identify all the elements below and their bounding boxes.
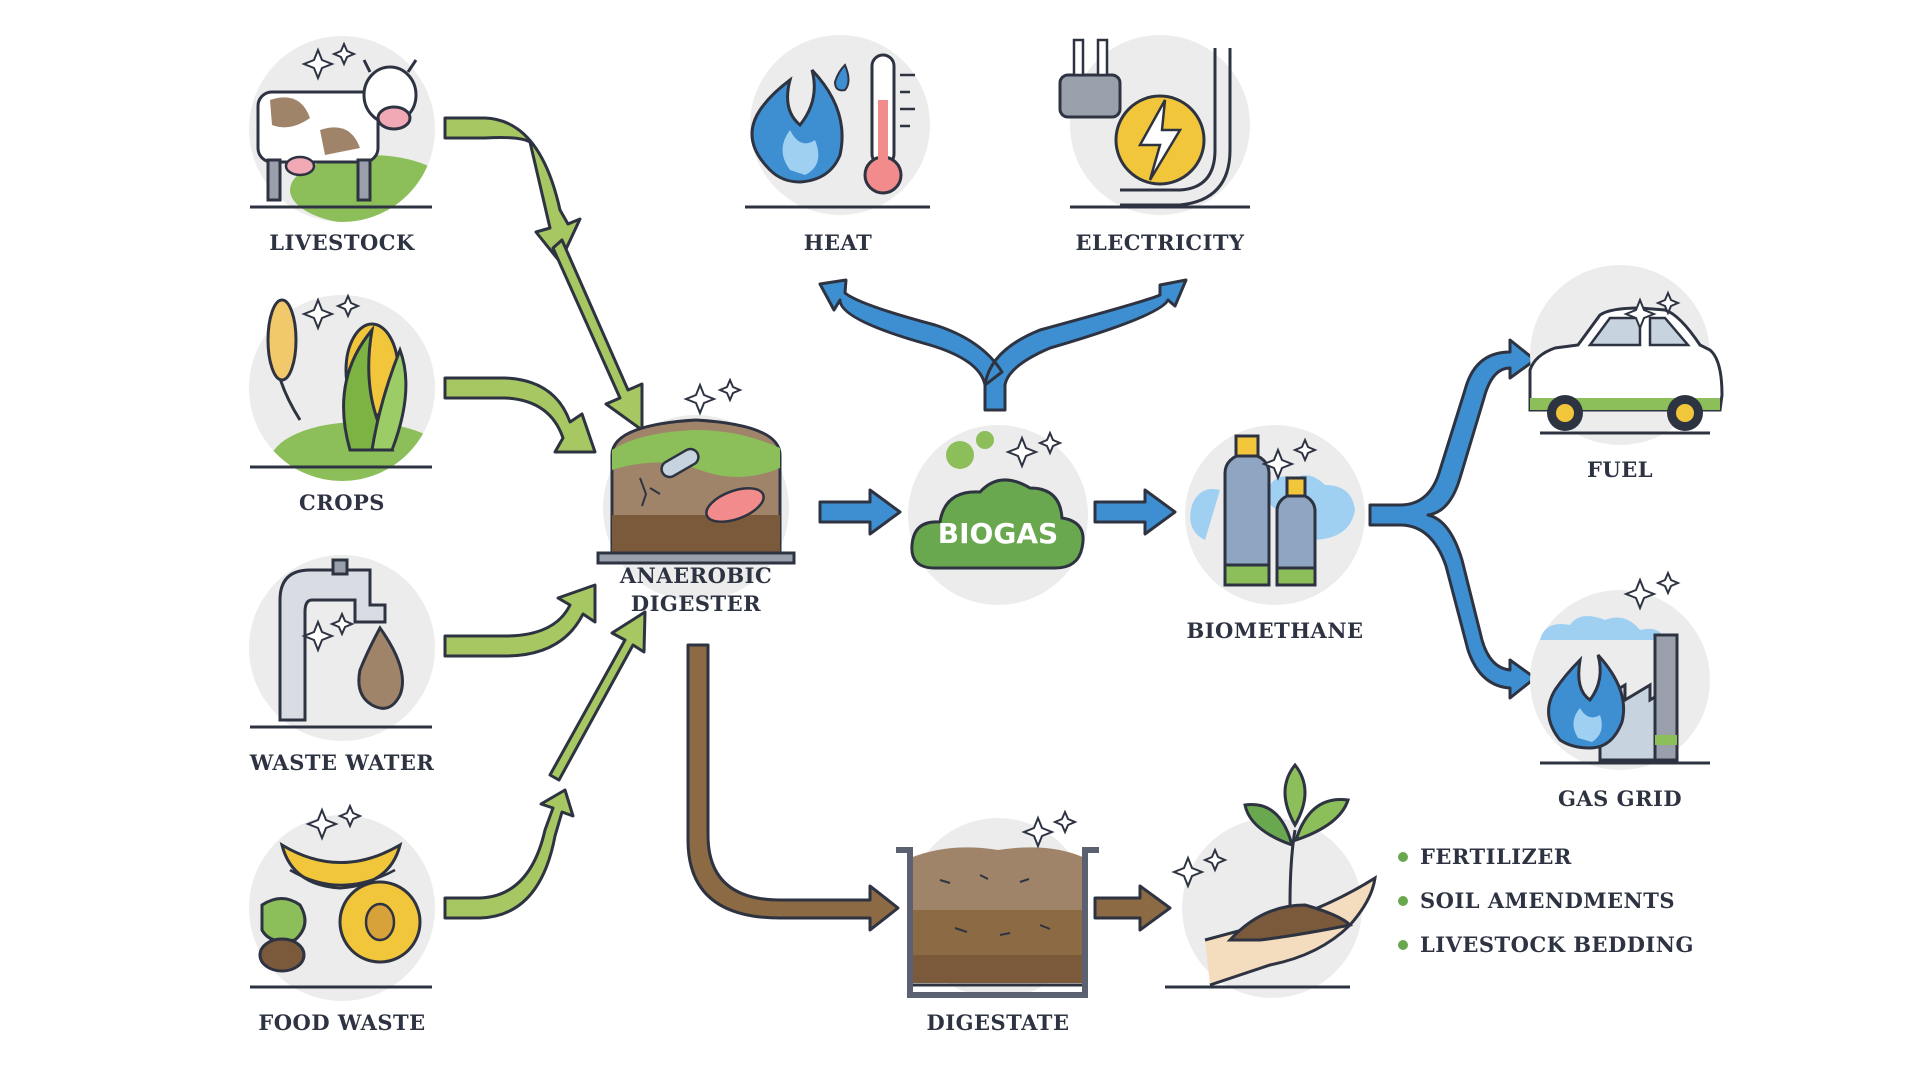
arrow-wastewater-to-digester: [443, 583, 597, 658]
food-waste-icon: [249, 803, 435, 1001]
list-item-label: SOIL AMENDMENTS: [1420, 888, 1676, 913]
label-digestate: DIGESTATE: [926, 1010, 1070, 1035]
list-item: FERTILIZER: [1398, 842, 1694, 886]
arrow-biogas-to-heat-electricity: [818, 278, 1188, 412]
digestate-arrows: [686, 643, 1172, 932]
arrow-foodwaste-to-digester-upper: [548, 610, 647, 782]
digester-tank-icon: [596, 377, 796, 601]
list-item: LIVESTOCK BEDDING: [1398, 930, 1694, 974]
arrow-digestate-to-hand: [1093, 884, 1172, 932]
faucet-icon: [249, 555, 435, 741]
arrow-digester-to-digestate: [686, 643, 900, 932]
label-digester-line2: DIGESTER: [630, 591, 762, 616]
label-electricity: ELECTRICITY: [1075, 230, 1245, 255]
label-livestock: LIVESTOCK: [269, 230, 415, 255]
arrow-digester-to-biogas: [818, 488, 902, 536]
bullet-dot: [1398, 852, 1408, 862]
biogas-label: BIOGAS: [938, 517, 1058, 550]
digestate-uses-list: FERTILIZER SOIL AMENDMENTS LIVESTOCK BED…: [1398, 842, 1694, 974]
label-waste-water: WASTE WATER: [249, 750, 435, 775]
bullet-dot: [1398, 940, 1408, 950]
label-fuel: FUEL: [1587, 457, 1653, 482]
biogas-arrows: [818, 278, 1537, 700]
hand-sprout-icon: [1165, 762, 1377, 998]
factory-flame-icon: [1530, 570, 1710, 770]
label-digester-line1: ANAEROBIC: [619, 563, 773, 588]
gas-cylinders-icon: [1185, 425, 1365, 605]
cow-icon: [249, 36, 435, 222]
bullet-dot: [1398, 896, 1408, 906]
label-crops: CROPS: [299, 490, 385, 515]
digestate-container-icon: [896, 809, 1099, 998]
label-heat: HEAT: [803, 230, 873, 255]
label-anaerobic-digester: ANAEROBIC DIGESTER: [620, 562, 772, 618]
flame-thermometer-icon: [745, 35, 930, 215]
list-item: SOIL AMENDMENTS: [1398, 886, 1694, 930]
crops-icon: [249, 293, 435, 481]
arrow-biomethane-to-fuel-gasgrid: [1368, 338, 1537, 700]
arrow-livestock-to-digester-lower: [551, 238, 644, 432]
arrow-biogas-to-biomethane: [1093, 488, 1177, 536]
label-gas-grid: GAS GRID: [1557, 786, 1683, 811]
biogas-cloud-icon: BIOGAS: [908, 425, 1088, 605]
input-arrows: [443, 116, 647, 920]
arrow-crops-to-digester: [443, 376, 597, 454]
label-biomethane: BIOMETHANE: [1186, 618, 1364, 643]
list-item-label: FERTILIZER: [1420, 844, 1572, 869]
car-icon: [1528, 265, 1724, 445]
power-plug-icon: [1058, 35, 1250, 215]
label-food-waste: FOOD WASTE: [258, 1010, 426, 1035]
arrow-foodwaste-to-digester: [443, 788, 575, 920]
list-item-label: LIVESTOCK BEDDING: [1420, 932, 1694, 957]
